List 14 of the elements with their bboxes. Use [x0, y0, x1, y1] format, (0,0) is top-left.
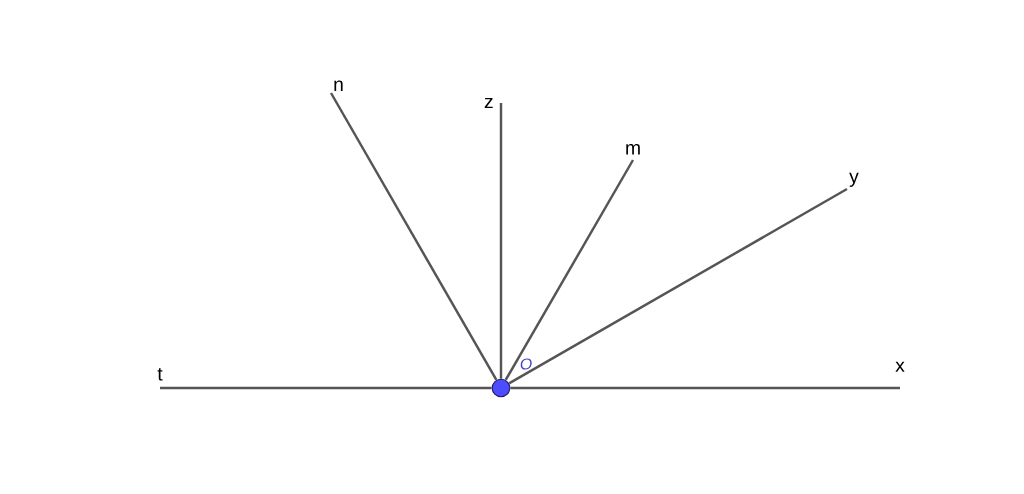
ray — [499, 103, 503, 379]
point-label: O — [520, 358, 532, 370]
ray-label: x — [895, 361, 905, 372]
ray — [510, 386, 900, 390]
point — [491, 378, 511, 398]
ray-label: t — [157, 368, 163, 381]
ray — [508, 187, 848, 385]
ray-label: z — [484, 97, 493, 109]
ray-label: m — [626, 144, 640, 155]
ray-label: n — [334, 80, 343, 91]
ray-label: y — [849, 172, 859, 187]
ray — [329, 92, 498, 381]
ray — [160, 386, 492, 390]
ray — [504, 159, 635, 381]
